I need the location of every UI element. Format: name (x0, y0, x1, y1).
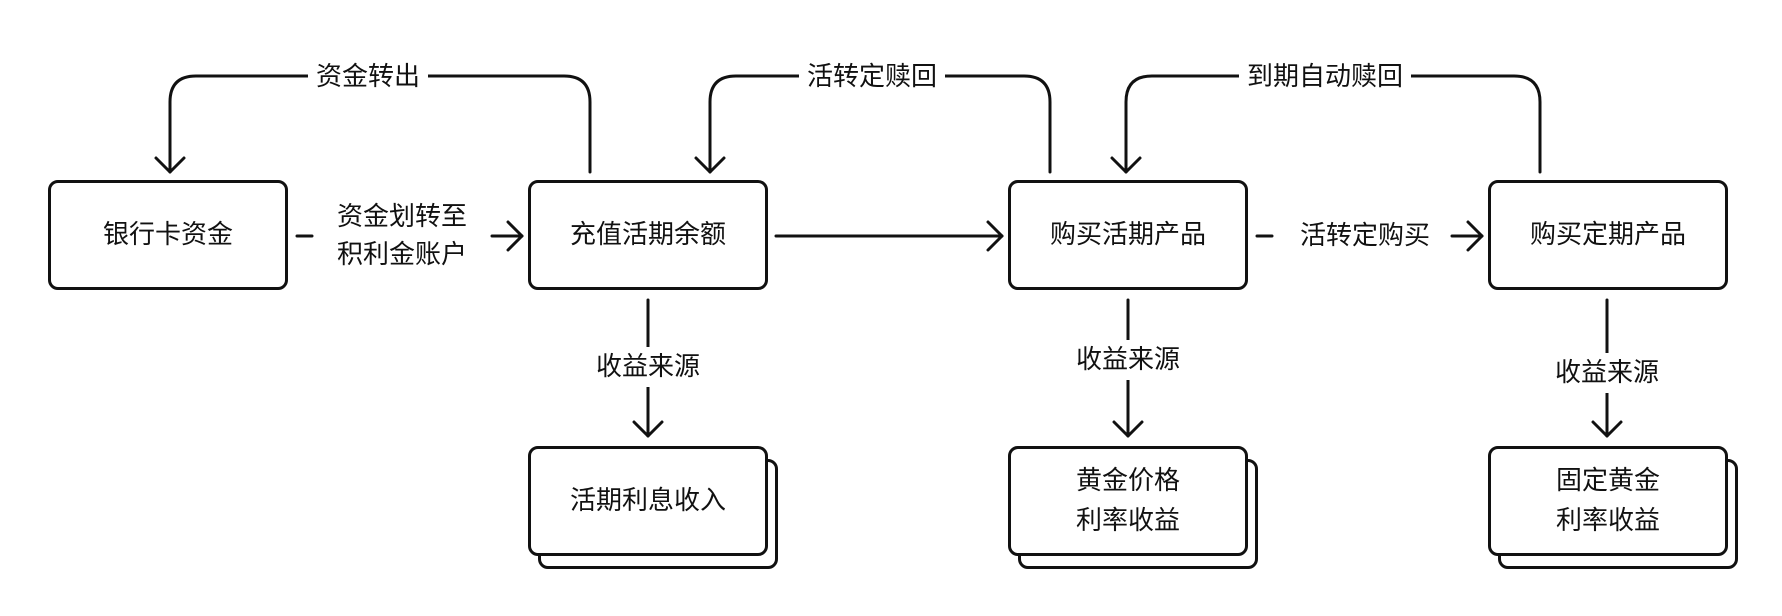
node-recharge: 充值活期余额 (528, 180, 768, 290)
node-bank-card-text: 银行卡资金 (102, 220, 233, 250)
arrowhead-current-to-fixed-buy (1466, 220, 1484, 252)
node-current-interest: 活期利息收入 (528, 446, 768, 556)
node-fixed-gold-line2: 利率收益 (1555, 506, 1660, 536)
label-income-source-3-text: 收益来源 (1554, 358, 1660, 388)
node-buy-current-text: 购买活期产品 (1049, 220, 1206, 250)
arrowhead-income-source-1 (632, 420, 664, 438)
label-transfer-in-line2: 积利金账户 (336, 240, 468, 270)
label-maturity-redeem-text: 到期自动赎回 (1246, 62, 1404, 92)
label-current-to-fixed-redeem: 活转定赎回 (798, 57, 946, 97)
node-bank-card: 银行卡资金 (48, 180, 288, 290)
node-recharge-text: 充值活期余额 (569, 220, 726, 250)
arrowhead-maturity-redeem (1110, 156, 1142, 174)
label-income-source-2-text: 收益来源 (1075, 345, 1181, 375)
label-income-source-3: 收益来源 (1546, 353, 1668, 393)
node-buy-fixed: 购买定期产品 (1488, 180, 1728, 290)
label-transfer-in-line1: 资金划转至 (336, 202, 468, 232)
label-transfer-out-text: 资金转出 (315, 62, 421, 92)
arrowhead-recharge-to-current (986, 220, 1004, 252)
label-income-source-1-text: 收益来源 (595, 352, 701, 382)
arrowhead-transfer-in (506, 220, 524, 252)
label-income-source-2: 收益来源 (1067, 340, 1189, 380)
label-current-to-fixed-buy-text: 活转定购买 (1299, 221, 1431, 251)
arrowhead-transfer-out (154, 156, 186, 174)
node-buy-fixed-text: 购买定期产品 (1529, 220, 1686, 250)
arrowhead-income-source-2 (1112, 420, 1144, 438)
node-fixed-gold-line1: 固定黄金 (1555, 466, 1660, 496)
label-income-source-1: 收益来源 (587, 347, 709, 387)
node-gold-price: 黄金价格 利率收益 (1008, 446, 1248, 556)
label-transfer-in: 资金划转至 积利金账户 (328, 198, 476, 274)
node-gold-price-line1: 黄金价格 (1075, 466, 1180, 496)
node-buy-current: 购买活期产品 (1008, 180, 1248, 290)
label-maturity-redeem: 到期自动赎回 (1238, 57, 1412, 97)
node-current-interest-text: 活期利息收入 (569, 486, 726, 516)
label-current-to-fixed-buy: 活转定购买 (1291, 216, 1439, 256)
arrowhead-current-to-fixed-redeem (694, 156, 726, 174)
arrowhead-income-source-3 (1591, 420, 1623, 438)
node-gold-price-line2: 利率收益 (1075, 506, 1180, 536)
label-transfer-out: 资金转出 (307, 57, 429, 97)
label-current-to-fixed-redeem-text: 活转定赎回 (806, 62, 938, 92)
node-fixed-gold: 固定黄金 利率收益 (1488, 446, 1728, 556)
